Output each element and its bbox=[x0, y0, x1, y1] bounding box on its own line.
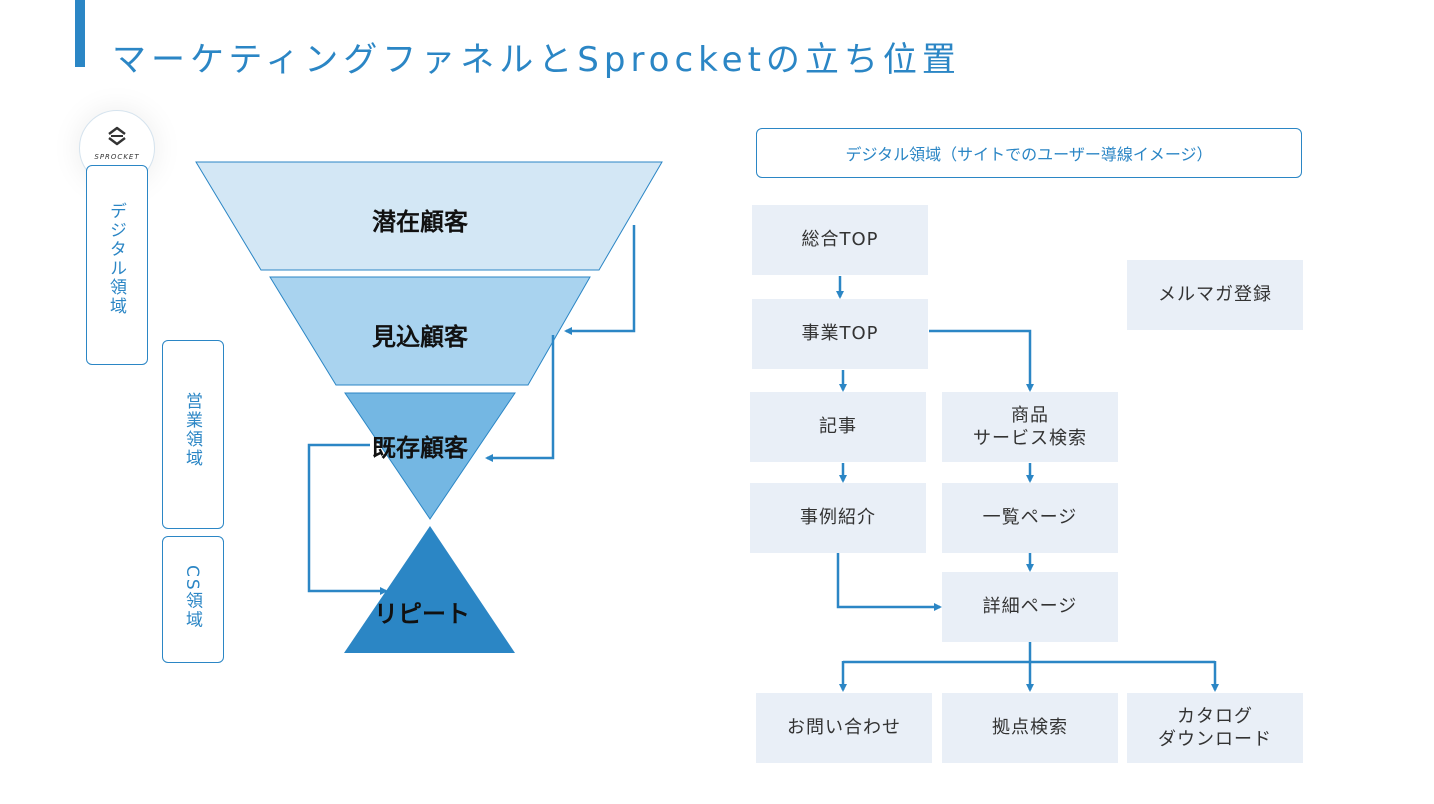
funnel-stage-3 bbox=[344, 392, 516, 520]
digital-area-box bbox=[86, 165, 148, 365]
cs-area-label: CS領域 bbox=[182, 565, 202, 630]
node-general-top: 総合TOP bbox=[752, 205, 928, 275]
funnel-label-stage4: リピート bbox=[374, 600, 470, 628]
cs-area-box bbox=[162, 536, 224, 663]
page-title: マーケティングファネルとSprocketの立ち位置 bbox=[112, 40, 961, 80]
node-inquiry: お問い合わせ bbox=[756, 693, 932, 763]
funnel-stage-4 bbox=[344, 526, 515, 653]
node-location-search: 拠点検索 bbox=[942, 693, 1118, 763]
node-detail-page: 詳細ページ bbox=[942, 572, 1118, 642]
digital-area-label: デジタル領域 bbox=[106, 202, 126, 316]
node-catalog-download: カタログ ダウンロード bbox=[1127, 693, 1303, 763]
logo-text: SPROCKET bbox=[94, 153, 140, 161]
node-case-study: 事例紹介 bbox=[750, 483, 926, 553]
stage3-to-repeat-arrow bbox=[307, 443, 388, 595]
funnel-label-stage1: 潜在顧客 bbox=[372, 208, 468, 236]
funnel-stage-2 bbox=[269, 276, 591, 386]
funnel-label-stage2: 見込顧客 bbox=[372, 323, 468, 351]
business-to-product-arrow bbox=[929, 329, 1034, 392]
node-article: 記事 bbox=[750, 392, 926, 462]
sprocket-logo-icon bbox=[108, 126, 126, 146]
sales-area-box bbox=[162, 340, 224, 529]
funnel-stage-1 bbox=[195, 161, 663, 271]
node-business-top: 事業TOP bbox=[752, 299, 928, 369]
flow-header: デジタル領域（サイトでのユーザー導線イメージ） bbox=[756, 128, 1302, 178]
title-accent-bar bbox=[75, 0, 85, 67]
sales-area-label: 営業領域 bbox=[182, 392, 202, 468]
node-newsletter: メルマガ登録 bbox=[1127, 260, 1303, 330]
case-to-detail-arrow bbox=[836, 553, 942, 611]
stage2-to-stage3-arrow bbox=[485, 335, 555, 462]
funnel-label-stage3: 既存顧客 bbox=[372, 434, 468, 462]
node-list-page: 一覧ページ bbox=[942, 483, 1118, 553]
node-product-search: 商品 サービス検索 bbox=[942, 392, 1118, 462]
stage1-to-stage2-arrow bbox=[564, 225, 636, 335]
